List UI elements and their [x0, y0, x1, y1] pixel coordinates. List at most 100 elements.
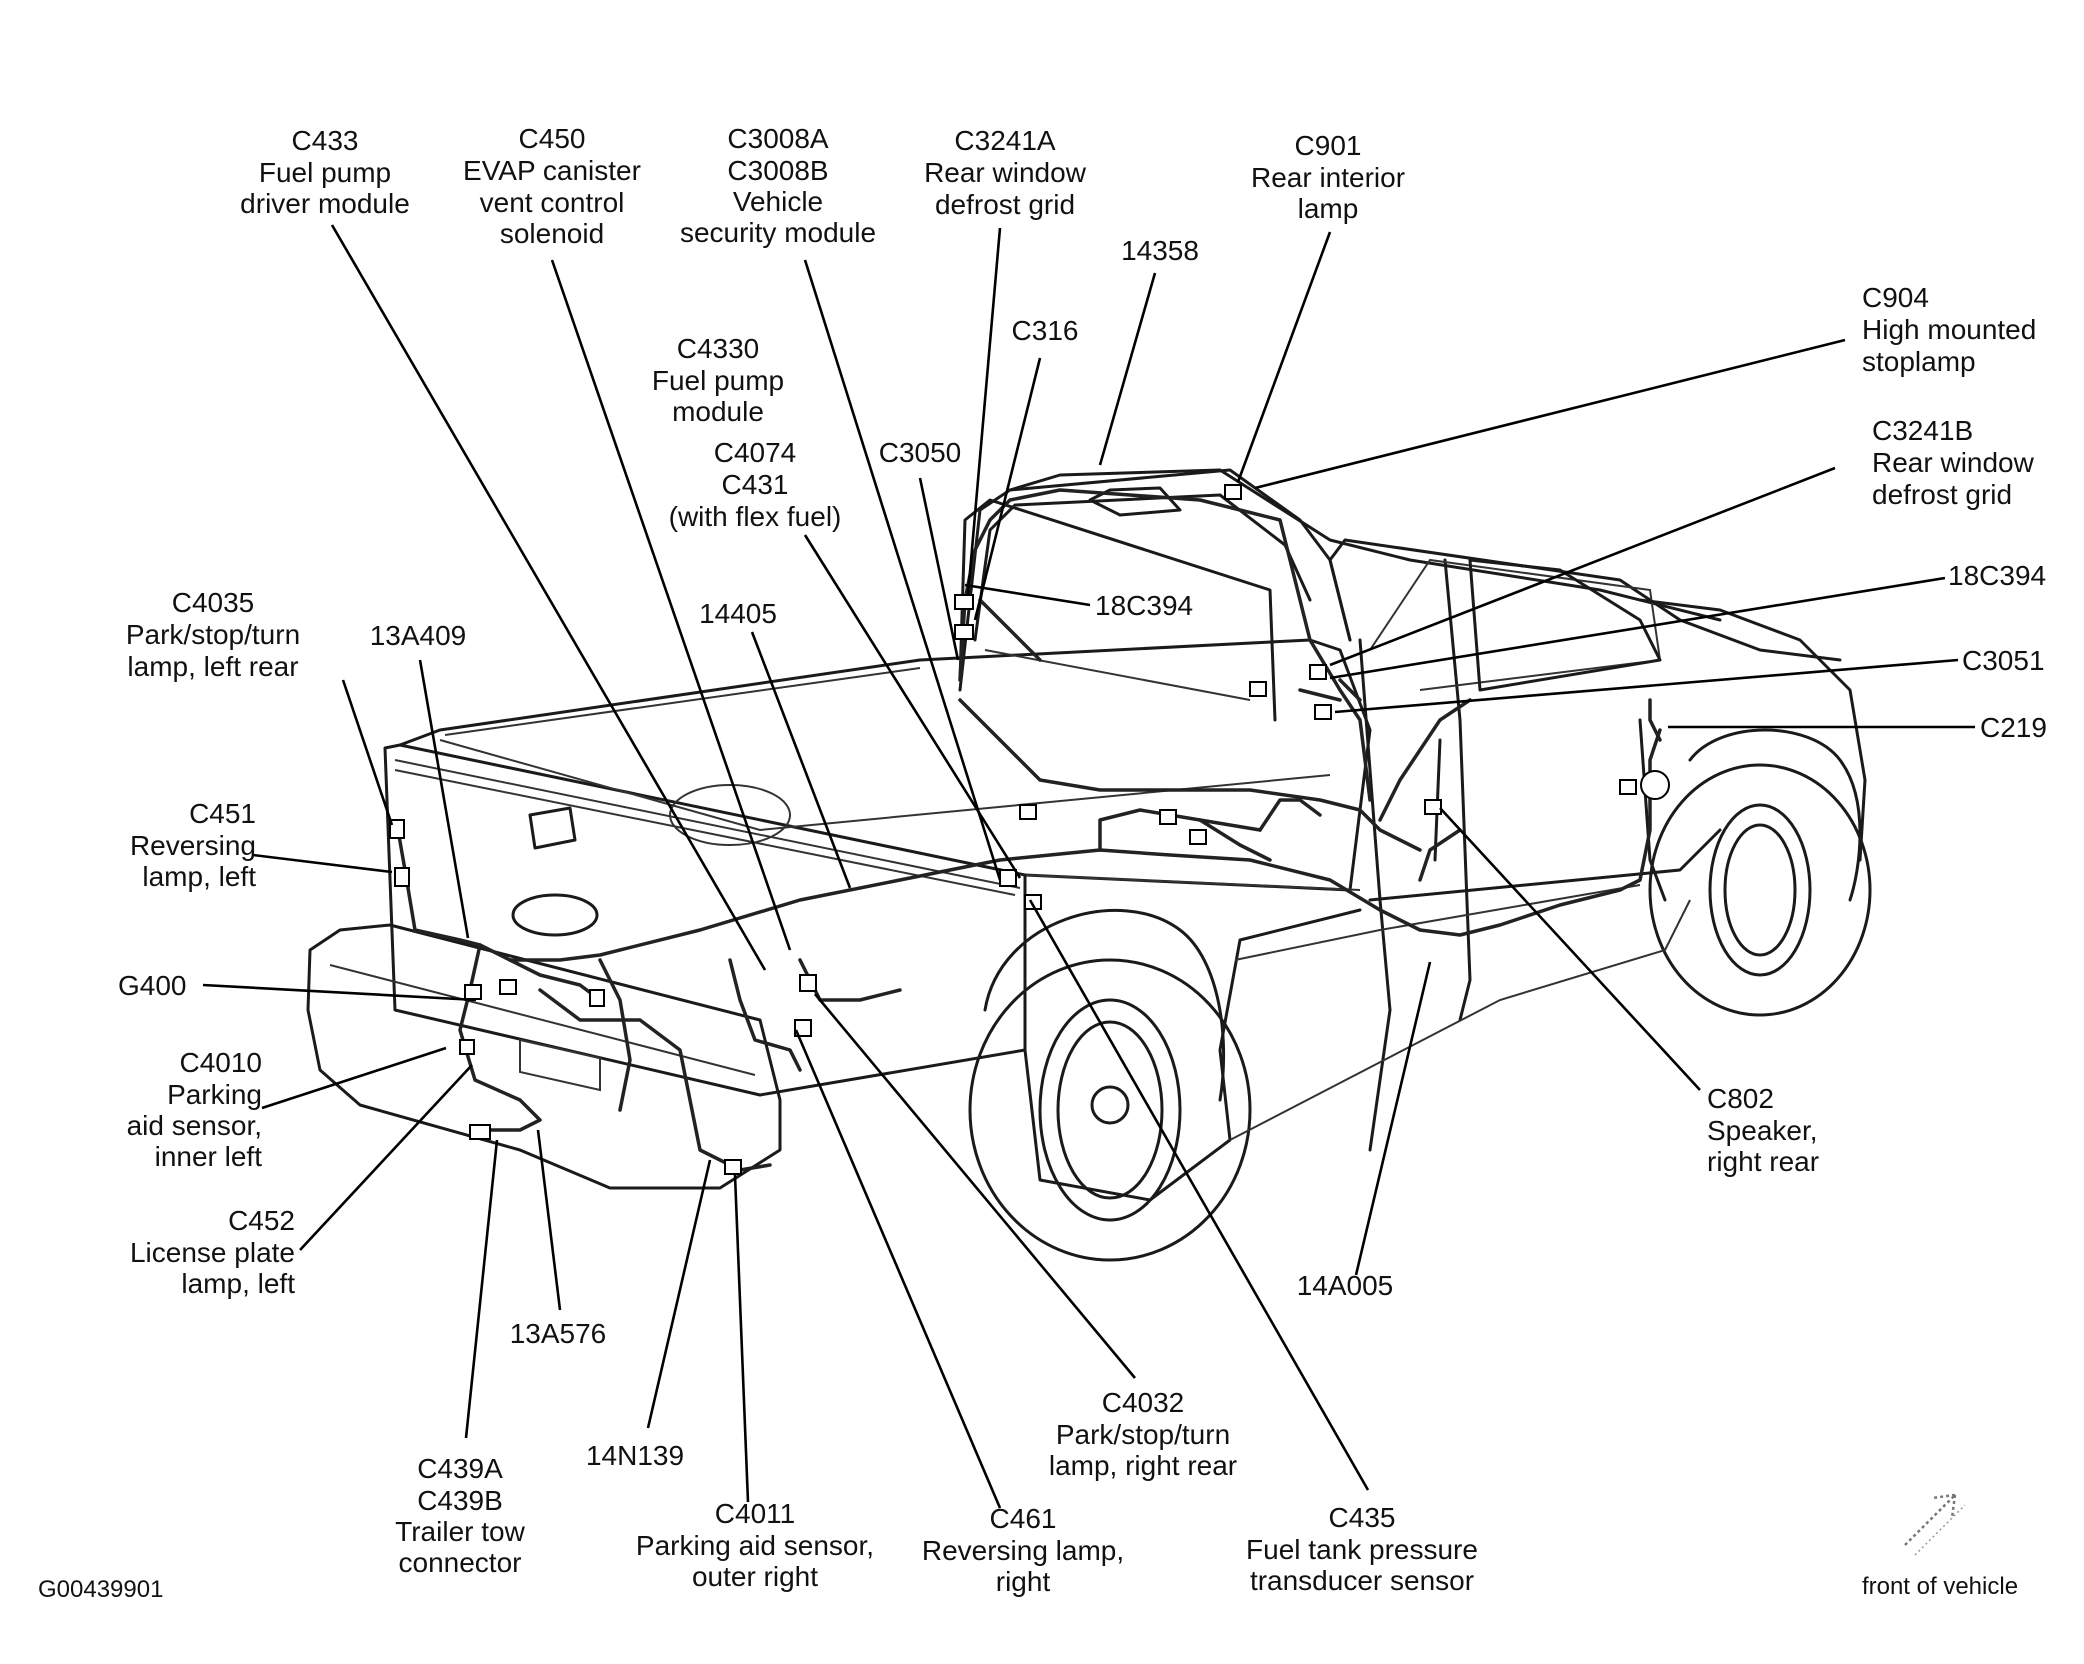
callout-c219: C219 [1980, 712, 2047, 743]
callout-g400-line1: G400 [118, 970, 187, 1001]
callout-c316: C316 [1012, 315, 1079, 346]
callout-c3050-line1: C3050 [879, 437, 962, 468]
callout-c3008-line3: Vehicle [733, 186, 823, 217]
callout-c4011-line3: outer right [692, 1561, 818, 1592]
callout-c4011-line2: Parking aid sensor, [636, 1530, 874, 1561]
callout-c450-line1: C450 [519, 123, 586, 154]
callout-13a576-line1: 13A576 [510, 1318, 607, 1349]
callout-c451-line3: lamp, left [142, 861, 256, 892]
callout-c4330-line2: Fuel pump [652, 365, 784, 396]
callout-c4035-line1: C4035 [172, 587, 255, 618]
callout-c3241a: C3241A Rear window defrost grid [924, 125, 1087, 220]
callout-13a409-line1: 13A409 [370, 620, 467, 651]
callout-c461-line2: Reversing lamp, [922, 1535, 1124, 1566]
callout-c3008-line2: C3008B [727, 155, 828, 186]
callout-c452-line2: License plate [130, 1237, 295, 1268]
callout-c4330-line3: module [672, 396, 764, 427]
callout-c433-line1: C433 [292, 125, 359, 156]
callout-c4011: C4011 Parking aid sensor, outer right [636, 1498, 874, 1592]
callout-18c394-rear-window: 18C394 [1095, 590, 1193, 621]
callout-c4330: C4330 Fuel pump module [652, 333, 784, 427]
callout-c439-line1: C439A [417, 1453, 503, 1484]
callout-c4074-line1: C4074 [714, 437, 797, 468]
callout-c4010: C4010 Parking aid sensor, inner left [127, 1047, 263, 1172]
callout-c461: C461 Reversing lamp, right [922, 1503, 1124, 1597]
callout-c461-line3: right [996, 1566, 1051, 1597]
callout-c451-line1: C451 [189, 798, 256, 829]
callout-14358-line1: 14358 [1121, 235, 1199, 266]
callout-14405-line1: 14405 [699, 598, 777, 629]
callout-c4010-line4: inner left [155, 1141, 263, 1172]
callout-c3241a-line3: defrost grid [935, 189, 1075, 220]
callout-13a409: 13A409 [370, 620, 467, 651]
callout-c4011-line1: C4011 [715, 1498, 795, 1529]
wiring-harness [389, 484, 1670, 1175]
callout-c3050: C3050 [879, 437, 962, 468]
figure-id: G00439901 [38, 1576, 163, 1603]
callout-c439: C439A C439B Trailer tow connector [395, 1453, 525, 1578]
callout-c450: C450 EVAP canister vent control solenoid [463, 123, 641, 249]
callout-c3241b-line2: Rear window [1872, 447, 2035, 478]
callout-c4074: C4074 C431 (with flex fuel) [669, 437, 842, 532]
callout-c3008: C3008A C3008B Vehicle security module [680, 123, 876, 248]
callout-c435-line2: Fuel tank pressure [1246, 1534, 1478, 1565]
callout-c802-line3: right rear [1707, 1146, 1819, 1177]
callout-c219-line1: C219 [1980, 712, 2047, 743]
callout-14n139: 14N139 [586, 1440, 684, 1471]
callout-c901-line1: C901 [1295, 130, 1362, 161]
callout-14n139-line1: 14N139 [586, 1440, 684, 1471]
callout-c3008-line4: security module [680, 217, 876, 248]
callout-14a005-line1: 14A005 [1297, 1270, 1394, 1301]
callout-c3241b-line1: C3241B [1872, 415, 1973, 446]
callout-c433: C433 Fuel pump driver module [240, 125, 410, 219]
callout-c3241a-line2: Rear window [924, 157, 1087, 188]
callout-c435: C435 Fuel tank pressure transducer senso… [1246, 1502, 1478, 1596]
callout-c4074-line3: (with flex fuel) [669, 501, 842, 532]
callout-18c394b-line1: 18C394 [1948, 560, 2046, 591]
callout-c4032-line2: Park/stop/turn [1056, 1419, 1230, 1450]
leader-lines [202, 224, 1975, 1509]
callout-c3051-line1: C3051 [1962, 645, 2045, 676]
callout-c451-line2: Reversing [130, 830, 256, 861]
callout-c452: C452 License plate lamp, left [130, 1205, 295, 1299]
callout-c451: C451 Reversing lamp, left [130, 798, 256, 892]
callout-c433-line3: driver module [240, 188, 410, 219]
callout-c435-line1: C435 [1329, 1502, 1396, 1533]
callout-18c394-cab: 18C394 [1948, 560, 2046, 591]
callout-c450-line3: vent control [480, 187, 625, 218]
callout-c452-line1: C452 [228, 1205, 295, 1236]
callout-13a576: 13A576 [510, 1318, 607, 1349]
callout-c3241b-line3: defrost grid [1872, 479, 2012, 510]
callout-c4032-line3: lamp, right rear [1049, 1450, 1237, 1481]
callout-c4032-line1: C4032 [1102, 1387, 1185, 1418]
callout-c901-line3: lamp [1298, 193, 1359, 224]
callout-c452-line3: lamp, left [181, 1268, 295, 1299]
callout-c904-line3: stoplamp [1862, 346, 1976, 377]
callout-c3008-line1: C3008A [727, 123, 829, 154]
callout-c4074-line2: C431 [722, 469, 789, 500]
callout-c901: C901 Rear interior lamp [1251, 130, 1405, 224]
callout-14a005: 14A005 [1297, 1270, 1394, 1301]
callout-c4035: C4035 Park/stop/turn lamp, left rear [126, 587, 300, 682]
callout-c4032: C4032 Park/stop/turn lamp, right rear [1049, 1387, 1237, 1481]
callout-c4035-line3: lamp, left rear [127, 651, 298, 682]
callout-c3241a-line1: C3241A [954, 125, 1056, 156]
callout-c316-line1: C316 [1012, 315, 1079, 346]
callout-c904-line1: C904 [1862, 282, 1929, 313]
callout-c904-line2: High mounted [1862, 314, 2036, 345]
callout-c4010-line1: C4010 [179, 1047, 262, 1078]
callout-c802-line2: Speaker, [1707, 1115, 1818, 1146]
callout-c3051: C3051 [1962, 645, 2045, 676]
callout-c461-line1: C461 [990, 1503, 1057, 1534]
callout-c435-line3: transducer sensor [1250, 1565, 1474, 1596]
callout-c439-line3: Trailer tow [395, 1516, 525, 1547]
front-of-vehicle-label: front of vehicle [1862, 1573, 2018, 1600]
callout-c433-line2: Fuel pump [259, 157, 391, 188]
callout-c802: C802 Speaker, right rear [1707, 1083, 1819, 1177]
callout-c901-line2: Rear interior [1251, 162, 1405, 193]
callout-c802-line1: C802 [1707, 1083, 1774, 1114]
callout-c4010-line2: Parking [167, 1079, 262, 1110]
callout-c450-line4: solenoid [500, 218, 604, 249]
callout-g400: G400 [118, 970, 187, 1001]
